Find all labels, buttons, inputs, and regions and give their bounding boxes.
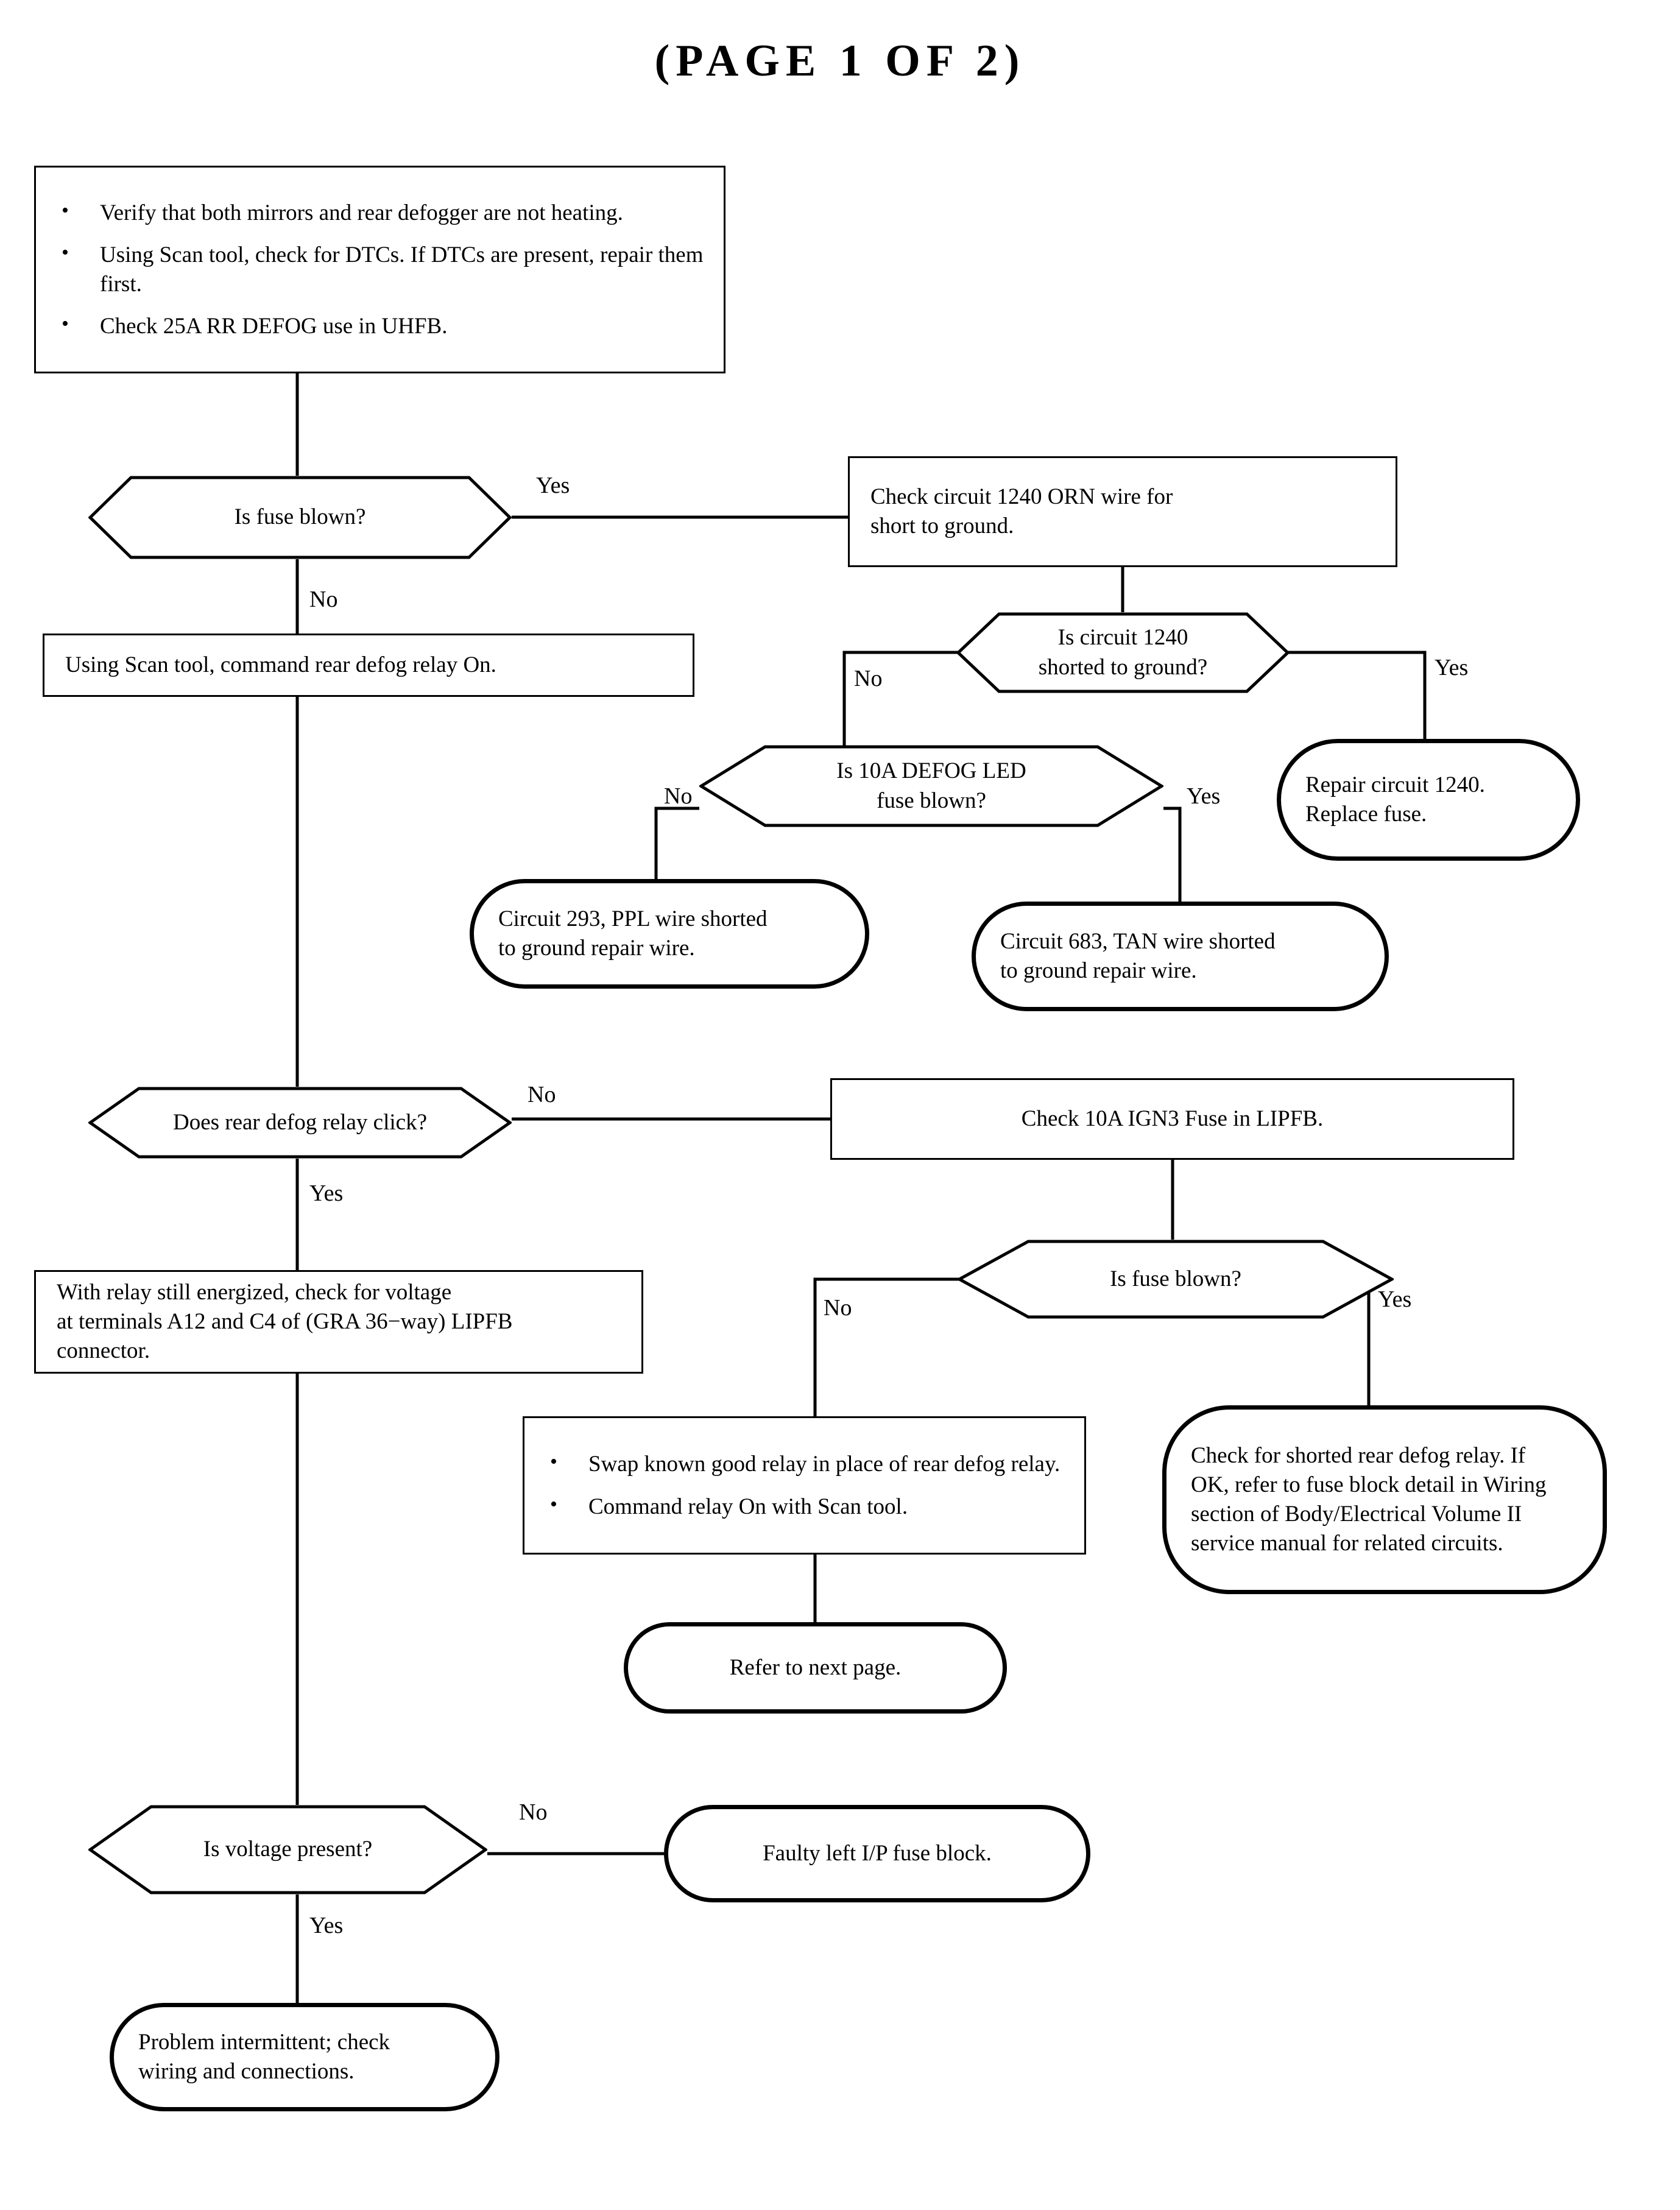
edge-label-fuse2-yes: Yes [1378,1287,1412,1312]
edge-label-1240short-no: No [854,666,883,691]
node-decision-is-fuse-blown: Is fuse blown? [88,476,512,559]
node-shorted-relay-reference: Check for shorted rear defog relay. If O… [1162,1405,1607,1594]
node-decision-voltage-present: Is voltage present? [88,1805,487,1894]
edge-label-1240short-yes: Yes [1435,655,1469,680]
start-bullet-list: Verify that both mirrors and rear defogg… [36,197,724,341]
node-decision-is-fuse-blown-2: Is fuse blown? [958,1240,1394,1319]
edge-label-fuse1-yes: Yes [536,473,570,498]
node-decision-relay-click: Does rear defog relay click? [88,1087,512,1159]
start-bullet-1: Verify that both mirrors and rear defogg… [36,197,724,227]
edge-label-fuse2-no: No [824,1295,852,1321]
node-problem-intermittent: Problem intermittent; check wiring and c… [110,2003,499,2111]
shortedrelay-line-2: OK, refer to fuse block detail in Wiring [1191,1472,1547,1497]
checkign3-text: Check 10A IGN3 Fuse in LIPFB. [1021,1106,1324,1131]
start-bullet-3: Check 25A RR DEFOG use in UHFB. [36,311,724,341]
decision-label: Is voltage present? [203,1837,373,1862]
energized-line-1: With relay still energized, check for vo… [57,1279,452,1305]
ckt293-line-2: to ground repair wire. [498,936,695,961]
node-check-ign3-fuse: Check 10A IGN3 Fuse in LIPFB. [830,1078,1514,1160]
hexagon-shape [958,1240,1394,1319]
ddefogled-line-1: Is 10A DEFOG LED [836,758,1026,784]
node-decision-defog-led-fuse: Is 10A DEFOG LED fuse blown? [699,745,1163,827]
ddefogled-line-2: fuse blown? [877,788,986,813]
ckt683-line-2: to ground repair wire. [1000,958,1197,983]
energized-line-3: connector. [57,1338,150,1364]
start-bullet-2: Using Scan tool, check for DTCs. If DTCs… [36,239,724,298]
edge-label-defogled-yes: Yes [1187,783,1221,809]
check1240-line-2: short to ground. [870,514,1014,538]
edge-1240short-no [842,651,976,767]
node-decision-1240-shorted: Is circuit 1240 shorted to ground? [956,612,1290,693]
edge-label-click-no: No [528,1082,556,1107]
edge-1240short-yes [1270,651,1427,739]
hexagon-shape [88,1087,512,1159]
node-text: Repair circuit 1240. Replace fuse. [1305,771,1555,829]
edge-defogled-yes [1163,807,1182,902]
decision-label: Is circuit 1240 shorted to ground? [956,623,1290,682]
swaprelay-bullet-list: Swap known good relay in place of rear d… [524,1449,1060,1521]
node-command-relay-on: Using Scan tool, command rear defog rela… [43,634,694,697]
swaprelay-bullet-2: Command relay On with Scan tool. [524,1491,1060,1521]
node-circuit-293-ppl: Circuit 293, PPL wire shorted to ground … [470,879,869,989]
decision-label: Is 10A DEFOG LED fuse blown? [699,757,1163,815]
nextpage-text: Refer to next page. [729,1654,902,1680]
node-faulty-fuse-block: Faulty left I/P fuse block. [664,1805,1090,1902]
energized-line-2: at terminals A12 and C4 of (GRA 36−way) … [57,1308,513,1334]
repair1240-line-1: Repair circuit 1240. [1305,772,1485,797]
hexagon-shape [88,1805,487,1894]
hexagon-shape [956,612,1290,693]
d1240short-line-1: Is circuit 1240 [1057,625,1188,651]
decision-label: Is fuse blown? [1110,1266,1241,1291]
ckt293-line-1: Circuit 293, PPL wire shorted [498,906,768,931]
cmdrelay-text: Using Scan tool, command rear defog rela… [65,652,496,677]
page-title: (PAGE 1 OF 2) [654,36,1026,86]
repair1240-line-2: Replace fuse. [1305,802,1427,827]
node-text: With relay still energized, check for vo… [57,1278,626,1366]
decision-label: Is fuse blown? [234,504,366,530]
node-swap-relay: Swap known good relay in place of rear d… [523,1416,1086,1555]
node-refer-next-page: Refer to next page. [624,1622,1007,1714]
hexagon-shape [699,745,1163,827]
check1240-line-1: Check circuit 1240 ORN wire for [870,484,1173,509]
node-start-checks: Verify that both mirrors and rear defogg… [34,166,725,373]
edge-label-click-yes: Yes [309,1181,344,1206]
node-check-voltage-terminals: With relay still energized, check for vo… [34,1270,643,1374]
faultyblock-text: Faulty left I/P fuse block. [763,1840,992,1866]
node-text: Problem intermittent; check wiring and c… [138,2028,475,2086]
node-text: Check circuit 1240 ORN wire for short to… [870,482,1380,541]
node-circuit-683-tan: Circuit 683, TAN wire shorted to ground … [972,902,1389,1011]
swaprelay-bullet-1: Swap known good relay in place of rear d… [524,1449,1060,1478]
intermittent-line-2: wiring and connections. [138,2059,355,2084]
node-repair-circuit-1240: Repair circuit 1240. Replace fuse. [1277,739,1580,861]
node-text: Circuit 293, PPL wire shorted to ground … [498,905,844,963]
shortedrelay-line-4: service manual for related circuits. [1191,1531,1503,1556]
edge-label-defogled-no: No [664,783,693,809]
edge-label-fuse1-no: No [309,587,338,612]
shortedrelay-line-3: section of Body/Electrical Volume II [1191,1502,1522,1527]
edge-defogled-no [654,807,699,879]
node-check-circuit-1240: Check circuit 1240 ORN wire for short to… [848,456,1397,567]
edge-label-voltage-no: No [519,1799,548,1825]
d1240short-line-2: shorted to ground? [1038,654,1208,680]
node-text: Circuit 683, TAN wire shorted to ground … [1000,927,1364,986]
intermittent-line-1: Problem intermittent; check [138,2029,390,2055]
hexagon-shape [88,476,512,559]
ckt683-line-1: Circuit 683, TAN wire shorted [1000,928,1276,954]
edge-label-voltage-yes: Yes [309,1913,344,1938]
decision-label: Does rear defog relay click? [172,1109,428,1135]
shortedrelay-line-1: Check for shorted rear defog relay. If [1191,1442,1526,1468]
node-text: Check for shorted rear defog relay. If O… [1191,1441,1582,1558]
